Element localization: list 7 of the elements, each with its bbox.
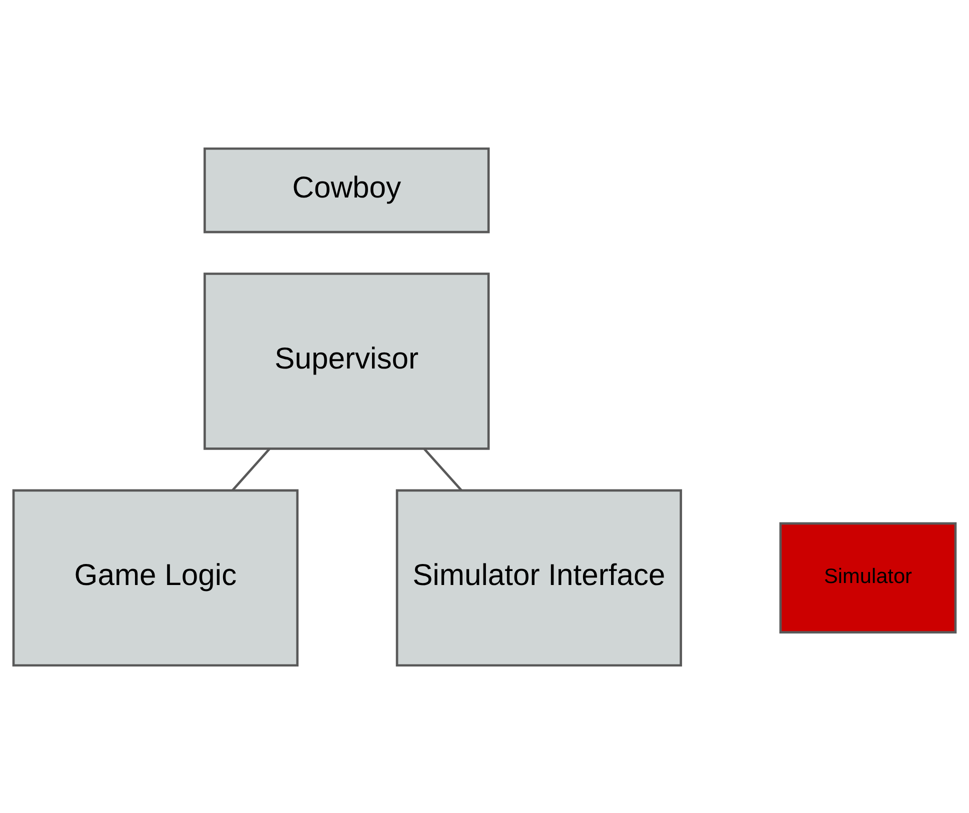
connector xyxy=(232,448,270,490)
node-box: Game Logic xyxy=(12,488,299,666)
node-box: Simulator xyxy=(779,522,957,633)
node-box: Supervisor xyxy=(204,272,490,450)
node-box: Cowboy xyxy=(204,146,490,233)
node-box: Simulator Interface xyxy=(396,488,682,666)
connector xyxy=(423,448,462,490)
